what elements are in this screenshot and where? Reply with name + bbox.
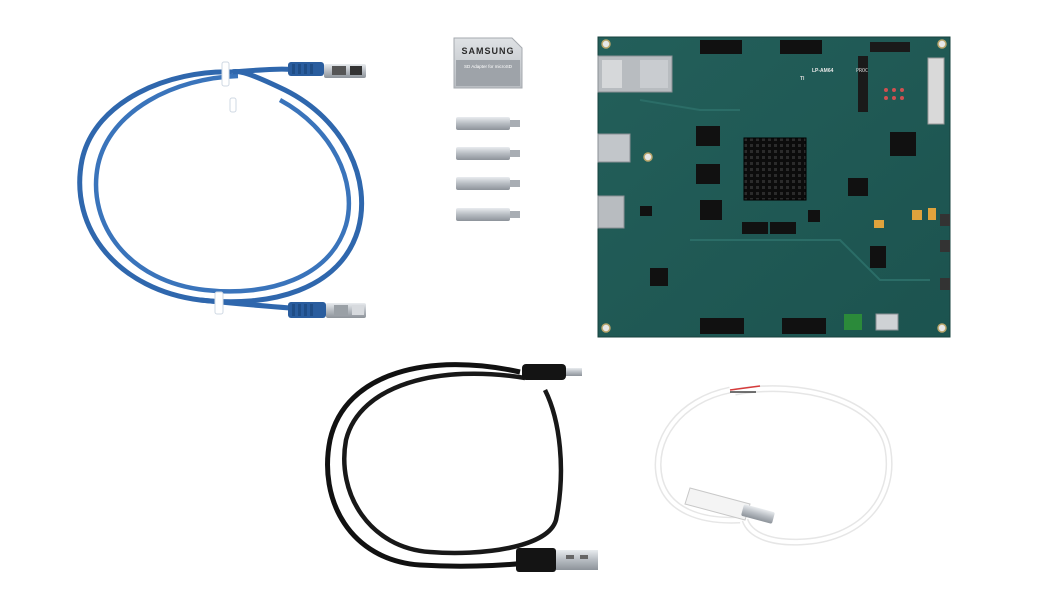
standoff-2 — [456, 147, 520, 160]
dev-board: LP-AM64 PROC TI — [597, 36, 951, 338]
standoff-4 — [456, 208, 520, 221]
standoff-screws — [456, 117, 520, 221]
standoff-3 — [456, 177, 520, 190]
board-label-3: TI — [800, 76, 805, 82]
micro-usb-connector — [522, 364, 582, 380]
sd-adapter: SAMSUNG SD Adapter for microSD — [453, 37, 523, 89]
hdmi-port — [597, 195, 625, 229]
dc-barrel-connector — [684, 487, 775, 524]
sd-adapter-text: SD Adapter for microSD — [464, 64, 513, 69]
power-cable — [654, 385, 893, 546]
board-label-1: LP-AM64 — [812, 68, 834, 74]
usb-cable — [325, 362, 598, 572]
led-array — [884, 88, 904, 100]
usb-port — [597, 133, 631, 163]
rj45-connector-top — [288, 62, 366, 78]
standoff-1 — [456, 117, 520, 130]
board-label-2: PROC — [856, 68, 868, 74]
usb-a-connector — [516, 548, 598, 572]
ethernet-jack — [597, 55, 673, 93]
ethernet-cable — [77, 61, 365, 315]
sd-brand: SAMSUNG — [461, 46, 514, 56]
heatsink — [743, 137, 807, 201]
rj45-connector-bottom — [288, 302, 366, 318]
